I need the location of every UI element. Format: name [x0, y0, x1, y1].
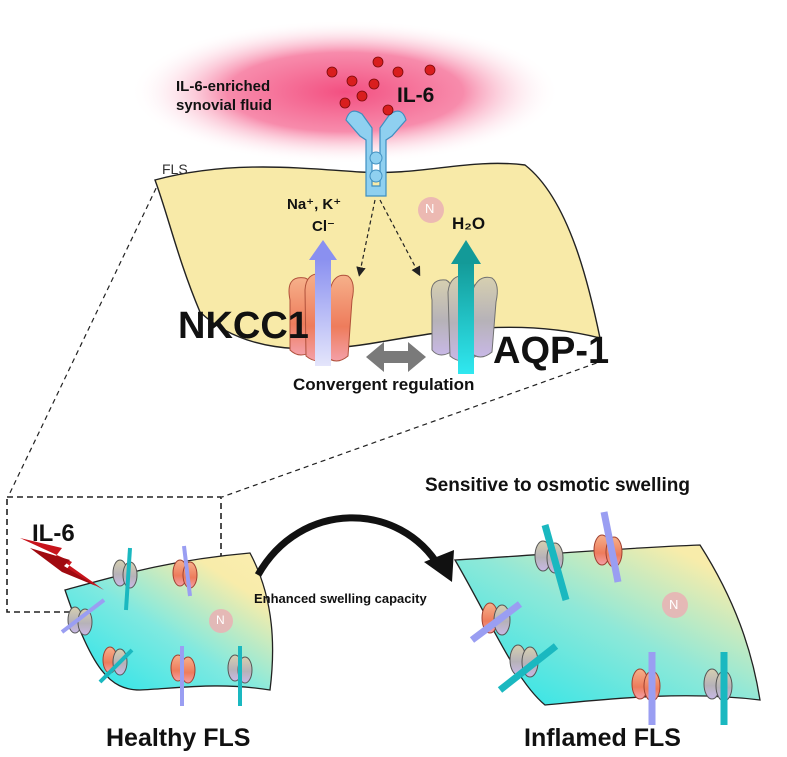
- il6-label: IL-6: [397, 84, 435, 107]
- ion-flux-arrow: [309, 240, 337, 366]
- ions-label-line1: Na⁺, K⁺: [287, 196, 342, 213]
- inflamed-title: Inflamed FLS: [524, 724, 681, 752]
- zoom-line-left: [7, 179, 161, 498]
- water-label: H₂O: [452, 214, 486, 233]
- inflamed-flux-arrows: [469, 511, 728, 725]
- healthy-nucleus-label: N: [216, 613, 225, 627]
- nkcc1-label: NKCC1: [178, 305, 309, 347]
- regulation-label: Convergent regulation: [293, 375, 475, 394]
- healthy-flux-arrows: [60, 545, 242, 706]
- il6-molecules: [326, 56, 436, 116]
- zoom-line-right: [221, 359, 606, 498]
- fluid-label-line2: synovial fluid: [176, 97, 272, 114]
- healthy-title: Healthy FLS: [106, 724, 251, 752]
- water-flux-arrow: [451, 240, 481, 374]
- nucleus-label: N: [425, 201, 435, 216]
- signal-arrow-to-nkcc1: [356, 199, 376, 277]
- synovial-fluid-cloud: [130, 20, 560, 164]
- fluid-label-line1: IL-6-enriched: [176, 78, 271, 95]
- fls-label: FLS: [162, 161, 188, 177]
- ions-label-line2: Cl⁻: [312, 218, 335, 235]
- stimulus-label: IL-6: [32, 520, 75, 547]
- bidirectional-arrow-icon: [366, 342, 426, 372]
- transition-arrow: [254, 514, 444, 577]
- nucleus-icon: [418, 197, 444, 223]
- inflamed-nucleus-icon: [662, 592, 688, 618]
- transition-arrow-head: [424, 550, 454, 582]
- lightning-bolt-shadow-icon: [30, 548, 96, 586]
- inflamed-nucleus-label: N: [669, 597, 679, 612]
- sensitive-label: Sensitive to osmotic swelling: [425, 475, 691, 496]
- aqp1-label: AQP-1: [493, 330, 610, 372]
- lightning-bolt-icon: [20, 538, 104, 590]
- swelling-label: Enhanced swelling capacity: [254, 591, 427, 606]
- healthy-nucleus-icon: [209, 609, 233, 633]
